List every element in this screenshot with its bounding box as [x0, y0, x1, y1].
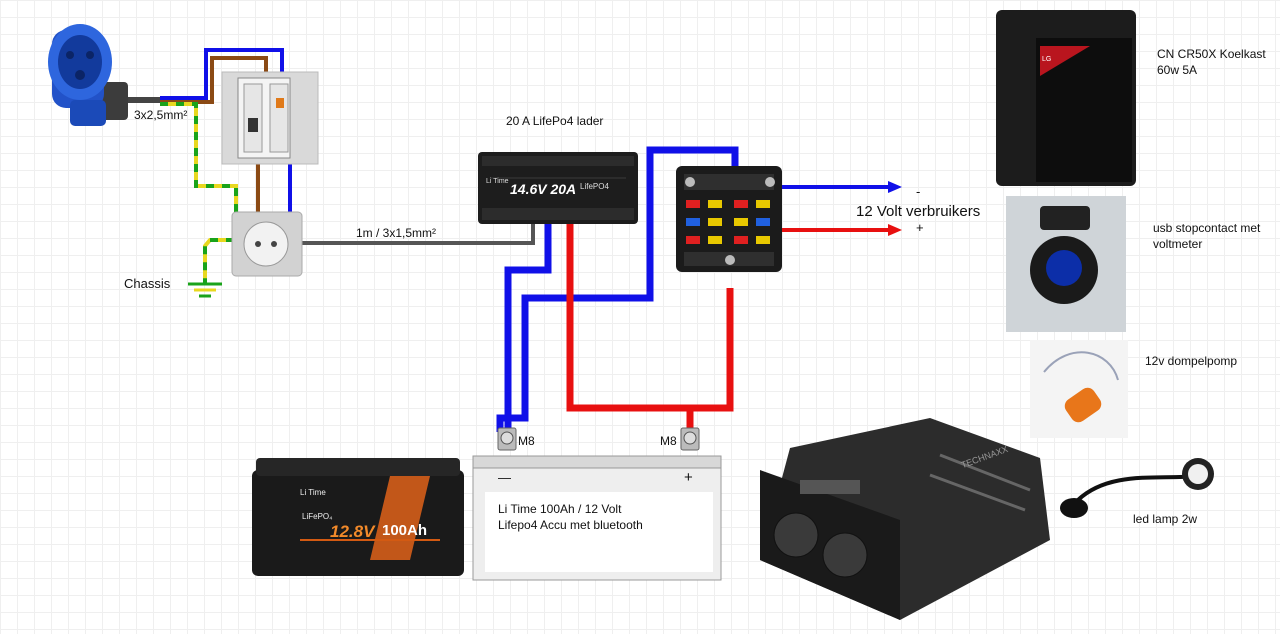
battery-schematic — [472, 455, 722, 581]
charger-mains-cable — [300, 222, 535, 245]
m8-right-label: M8 — [660, 434, 677, 448]
earth-wire-green — [160, 102, 238, 214]
charger-rating: 14.6V 20A — [510, 181, 577, 197]
fridge-label-line1: CN CR50X Koelkast — [1157, 47, 1266, 61]
battery-minus-label: — — [498, 470, 511, 485]
battery-photo-brand: Li Time — [300, 488, 326, 497]
chassis-label: Chassis — [124, 276, 171, 291]
cee-inlet-icon — [48, 24, 128, 126]
battery-photo — [252, 458, 464, 576]
charger-title: 20 A LifePo4 lader — [506, 114, 604, 128]
consumers-label: 12 Volt verbruikers — [856, 203, 981, 220]
usb-socket-photo — [1006, 196, 1126, 332]
chassis-wire-green — [203, 238, 234, 284]
arrow-positive-icon — [888, 224, 902, 236]
fridge-label-line2: 60w 5A — [1157, 63, 1198, 77]
pump-label: 12v dompelpomp — [1145, 354, 1238, 368]
fridge-photo — [996, 10, 1136, 186]
charger-positive-wire — [566, 224, 694, 430]
led-lamp-photo — [1060, 458, 1214, 518]
battery-photo-voltage: 12.8V — [330, 522, 375, 541]
battery-plus-label: + — [684, 469, 693, 486]
battery-photo-chem: LiFePO₄ — [302, 512, 333, 521]
fridge-badge: LG — [1042, 56, 1052, 63]
usb-label-line2: voltmeter — [1153, 237, 1203, 251]
charger-logo: Li Time — [486, 178, 509, 185]
arrow-negative-icon — [888, 181, 902, 193]
chassis-wire-yellow — [203, 238, 234, 284]
battery-terminal-positive — [680, 427, 700, 451]
neutral-wire-in — [160, 48, 284, 100]
rcd-breaker-icon — [221, 71, 319, 165]
pump-photo — [1030, 340, 1128, 438]
charger-brand: LifePO4 — [580, 182, 609, 191]
usb-label-line1: usb stopcontact met — [1153, 221, 1261, 235]
led-label: led lamp 2w — [1133, 512, 1198, 526]
charger-device — [478, 152, 638, 224]
consumers-plus: + — [916, 220, 924, 235]
fuse-box — [676, 166, 782, 272]
battery-photo-capacity: 100Ah — [382, 522, 428, 539]
schuko-socket-icon — [231, 211, 303, 277]
battery-desc-line2: Lifepo4 Accu met bluetooth — [498, 518, 643, 532]
inverter-photo — [760, 418, 1050, 620]
battery-terminal-negative — [497, 427, 517, 451]
m8-left-label: M8 — [518, 434, 535, 448]
mains-cable-label: 3x2,5mm² — [134, 108, 188, 122]
charger-negative-wire — [504, 224, 552, 430]
ground-symbol-icon — [188, 282, 222, 298]
consumers-minus: - — [916, 184, 921, 199]
battery-desc-line1: Li Time 100Ah / 12 Volt — [498, 502, 622, 516]
fuse-positive-wire — [690, 288, 734, 412]
fuse-negative-wire — [496, 146, 739, 432]
charger-cable-label: 1m / 3x1,5mm² — [356, 226, 437, 240]
